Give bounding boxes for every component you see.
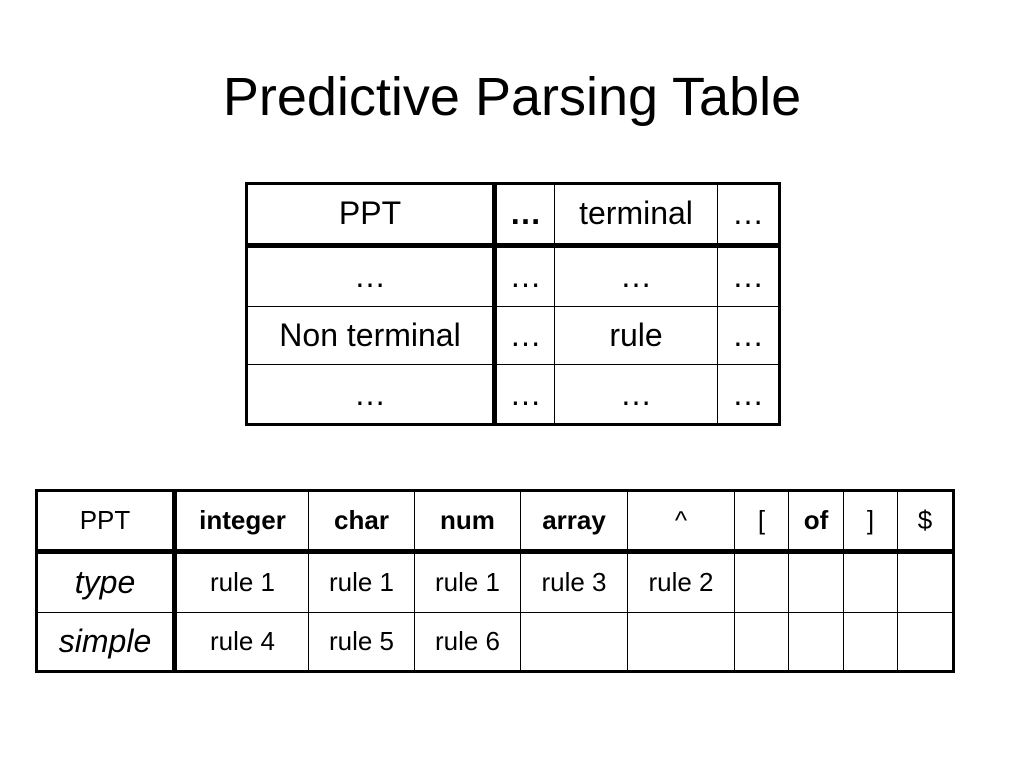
table-row: type rule 1 rule 1 rule 1 rule 3 rule 2 xyxy=(36,551,954,613)
table-cell xyxy=(734,611,789,673)
table-cell xyxy=(520,611,628,673)
column-header-close-bracket: ] xyxy=(843,489,898,555)
row-header: … xyxy=(246,364,497,425)
table-cell: rule 1 xyxy=(174,551,309,613)
row-header-type: type xyxy=(36,551,177,613)
table-cell: rule xyxy=(554,305,718,366)
row-header: … xyxy=(246,244,497,307)
table-cell xyxy=(897,551,954,613)
column-header-caret: ^ xyxy=(627,489,735,555)
table-cell: rule 2 xyxy=(627,551,735,613)
column-header: terminal xyxy=(554,183,718,248)
slide-title: Predictive Parsing Table xyxy=(222,67,802,127)
table-header-row: PPT … terminal … xyxy=(246,183,780,248)
column-header: … xyxy=(717,183,780,248)
table-cell: … xyxy=(554,364,718,425)
table-cell: … xyxy=(494,244,555,307)
generic-parsing-table: PPT … terminal … … … … … Non terminal … … xyxy=(245,182,781,426)
column-header-of: of xyxy=(788,489,844,555)
column-header-open-bracket: [ xyxy=(734,489,789,555)
column-header-array: array xyxy=(520,489,628,555)
table-cell: … xyxy=(554,244,718,307)
table-cell xyxy=(843,611,898,673)
example-parsing-table: PPT integer char num array ^ [ of ] $ ty… xyxy=(35,489,955,673)
column-header-integer: integer xyxy=(174,489,309,555)
table-cell xyxy=(627,611,735,673)
column-header-dollar: $ xyxy=(897,489,954,555)
table-cell: … xyxy=(494,364,555,425)
table-cell xyxy=(897,611,954,673)
column-header-num: num xyxy=(414,489,521,555)
table-cell xyxy=(843,551,898,613)
table-row: Non terminal … rule … xyxy=(246,305,780,366)
table-cell: rule 3 xyxy=(520,551,628,613)
table-cell xyxy=(788,551,844,613)
table-row: … … … … xyxy=(246,364,780,425)
table-row: … … … … xyxy=(246,244,780,307)
column-header-char: char xyxy=(308,489,415,555)
table-cell: rule 5 xyxy=(308,611,415,673)
column-header: … xyxy=(494,183,555,248)
table-corner-cell: PPT xyxy=(246,183,497,248)
table-cell: rule 4 xyxy=(174,611,309,673)
row-header-simple: simple xyxy=(36,611,177,673)
table-corner-cell: PPT xyxy=(36,489,177,555)
table-cell: rule 6 xyxy=(414,611,521,673)
table-cell: … xyxy=(717,244,780,307)
row-header: Non terminal xyxy=(246,305,497,366)
table-cell: … xyxy=(494,305,555,366)
table-row: simple rule 4 rule 5 rule 6 xyxy=(36,611,954,673)
table-cell: … xyxy=(717,364,780,425)
table-header-row: PPT integer char num array ^ [ of ] $ xyxy=(36,489,954,555)
table-cell xyxy=(734,551,789,613)
table-cell: rule 1 xyxy=(308,551,415,613)
table-cell xyxy=(788,611,844,673)
table-cell: rule 1 xyxy=(414,551,521,613)
table-cell: … xyxy=(717,305,780,366)
